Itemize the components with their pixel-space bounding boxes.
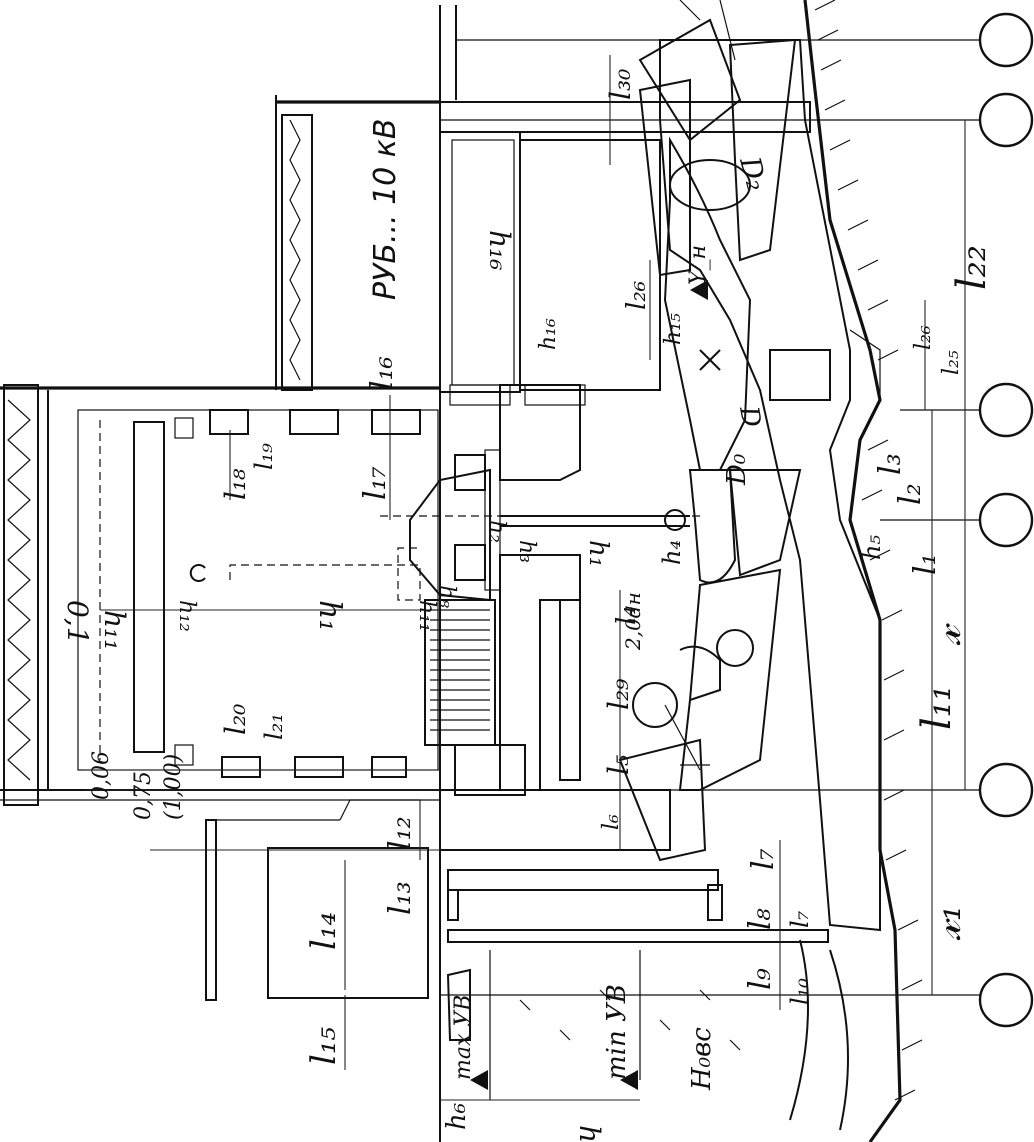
dim-l9: l₉ — [743, 968, 778, 990]
dim-h16: h₁₆ — [536, 318, 561, 350]
dim-l29: l₂₉ — [602, 678, 635, 710]
dim-x1: 𝓍₁ — [924, 905, 970, 941]
label-D: D — [733, 403, 766, 430]
dim-l15: l₁₅ — [304, 1026, 344, 1065]
dim-l4: l₄ — [612, 606, 642, 625]
dim-h16b: h₁₆ — [483, 230, 516, 270]
ground-profile — [803, 0, 923, 1142]
dim-h8: h₈ — [434, 585, 459, 608]
dim-l22: l₂₂ — [949, 245, 995, 290]
dim-l26b: l₂₆ — [911, 325, 936, 350]
dim-l6: l₆ — [599, 814, 624, 830]
dim-l18: l₁₈ — [219, 468, 252, 500]
dim-l26: l₂₆ — [622, 281, 652, 310]
dim-075: 0,75 — [131, 771, 156, 820]
axis-circle-2 — [978, 92, 1034, 148]
dim-l1: l₁ — [908, 553, 943, 575]
dim-x: 𝓍 — [924, 623, 970, 646]
dim-h11b: h₁₁ — [414, 600, 439, 632]
dim-l10: l₁₀ — [786, 978, 814, 1005]
dim-h15: h₁₅ — [661, 313, 686, 345]
tailrace — [205, 799, 849, 1131]
axis-circle-1 — [978, 12, 1034, 68]
min-level-label: min УВ — [602, 984, 632, 1080]
dim-100: (1,00) — [161, 754, 186, 820]
dim-h11: h₁₁ — [98, 610, 131, 650]
dim-l20: l₂₀ — [219, 704, 252, 735]
dim-h5: h₅ — [858, 535, 886, 560]
dim-h7: h₇ — [573, 1125, 606, 1142]
dim-h4: h₄ — [658, 540, 686, 565]
dim-l5: l₅ — [602, 755, 635, 775]
label-D2: D₂ — [733, 152, 774, 194]
labels: РУБ... 10 кВ l₂₂ l₁₁ 𝓍 𝓍₁ l₃ l₂ l₁ l₂₆ l… — [61, 69, 995, 1142]
dimension-lines — [86, 55, 966, 1101]
dim-l21: l₂₁ — [260, 713, 288, 740]
dim-l2: l₂ — [893, 483, 928, 505]
dim-006: 0,06 — [89, 751, 114, 800]
dim-l8: l₈ — [743, 908, 778, 930]
dim-l19: l₁₉ — [250, 443, 278, 470]
dim-h1b: h₁ — [583, 540, 613, 567]
dim-l14: l₁₄ — [304, 912, 344, 950]
dim-h12: h₁₂ — [174, 600, 199, 632]
dim-l3: l₃ — [873, 453, 908, 475]
dim-h2: h₂ — [484, 520, 509, 543]
switchgear-building — [275, 5, 980, 1142]
dim-l7b: l₇ — [786, 910, 814, 928]
dim-h3: h₃ — [514, 540, 539, 563]
dim-l12: l₁₂ — [383, 816, 418, 850]
axis-circle-5 — [978, 762, 1034, 818]
max-level-label: max УВ — [451, 995, 476, 1080]
dim-l11: l₁₁ — [914, 685, 960, 730]
dim-20dn: 2,0dн — [621, 592, 645, 651]
dim-h1: h₁ — [312, 600, 347, 631]
switchgear-label: РУБ... 10 кВ — [368, 118, 403, 300]
machine-hall-roof — [0, 384, 440, 806]
axis-circle-4 — [978, 492, 1034, 548]
dim-l30: l₃₀ — [604, 69, 637, 100]
label-D0: D₀ — [722, 453, 752, 486]
dim-l25: l₂₅ — [939, 350, 964, 375]
dim-l17: l₁₇ — [358, 466, 393, 500]
dim-h6: h₆ — [442, 1103, 472, 1130]
axis-circle-6 — [978, 972, 1034, 1028]
dim-l7: l₇ — [746, 848, 781, 870]
axis-markers — [440, 12, 1034, 1028]
dim-01: 0,1 — [61, 600, 94, 645]
dim-l13: l₁₃ — [383, 881, 418, 915]
penstock — [618, 0, 754, 862]
h-vs-label: Н₀вс — [687, 1027, 717, 1091]
label-Yn: Y_н — [686, 245, 711, 285]
hydro-unit — [380, 449, 700, 796]
axis-circle-3 — [978, 382, 1034, 438]
dim-l16: l₁₆ — [365, 356, 400, 390]
